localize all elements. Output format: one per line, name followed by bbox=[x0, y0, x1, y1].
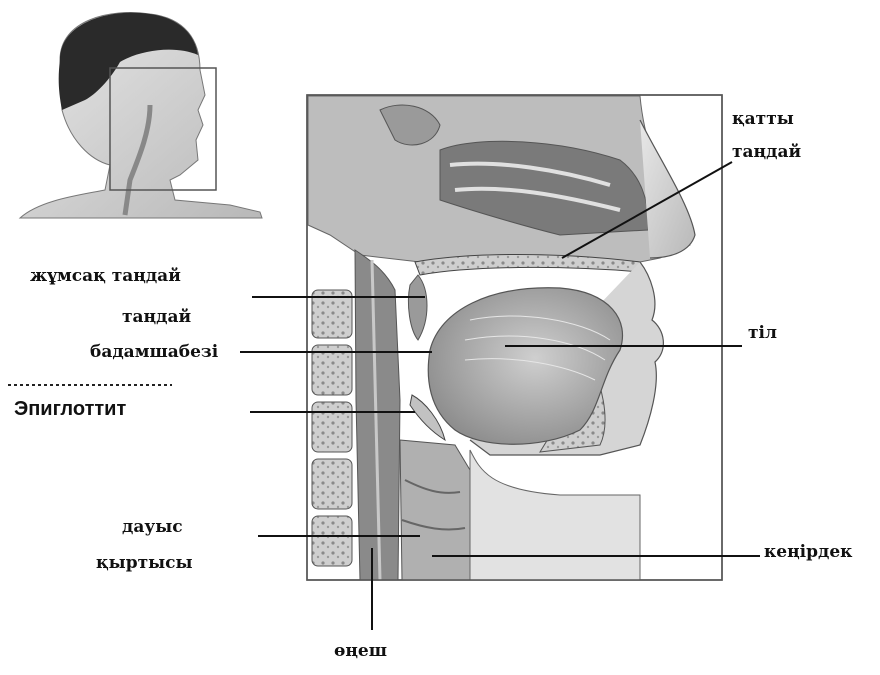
label-epiglottis: Эпиглоттит bbox=[14, 398, 126, 420]
label-esophagus: өңеш bbox=[334, 640, 387, 662]
head-thumbnail-icon bbox=[20, 13, 262, 218]
label-hard-palate-2: таңдай bbox=[732, 141, 801, 163]
sagittal-section-illustration bbox=[307, 95, 722, 580]
label-vocal-cord-1: дауыс bbox=[122, 516, 183, 538]
label-tonsil-1: таңдай bbox=[122, 306, 191, 328]
label-hard-palate-1: қатты bbox=[732, 108, 794, 130]
label-tongue: тіл bbox=[748, 322, 777, 344]
label-trachea: кеңірдек bbox=[764, 541, 852, 563]
label-vocal-cord-2: қыртысы bbox=[96, 552, 193, 574]
label-soft-palate: жұмсақ таңдай bbox=[30, 265, 181, 287]
label-tonsil-2: бадамшабезі bbox=[90, 341, 218, 363]
